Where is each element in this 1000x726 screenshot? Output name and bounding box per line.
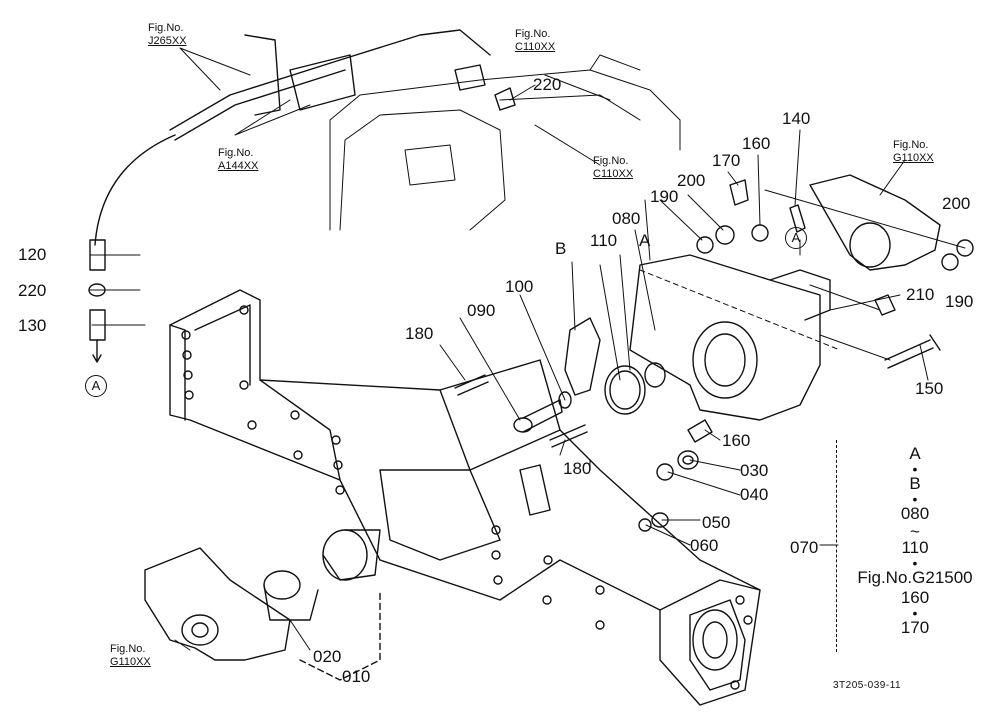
collar-160-lower [687, 419, 713, 443]
kit-item-110: 110 [901, 538, 929, 557]
drawing-code: 3T205-039-11 [833, 680, 902, 691]
washer-190-right [941, 253, 959, 271]
cable-assembly [94, 29, 516, 246]
part-label-020: 020 [313, 647, 342, 666]
stub-axle [322, 529, 381, 581]
part-label-100: 100 [505, 277, 534, 296]
assembly-line [639, 269, 841, 351]
figref-g110xx-right: Fig.No.G110XX [893, 139, 934, 164]
bracket-010 [299, 589, 381, 681]
figref-c110xx-upper: Fig.No.C110XX [515, 28, 556, 53]
part-label-180-lower: 180 [563, 459, 592, 478]
washer-040 [656, 463, 674, 481]
part-label-090: 090 [467, 301, 496, 320]
kit-item-b: B [909, 474, 921, 493]
part-label-150: 150 [915, 379, 944, 398]
part-label-190-left: 190 [650, 187, 679, 206]
part-label-190-right: 190 [945, 292, 974, 311]
o-ring-110 [604, 365, 646, 415]
figref-a144xx: Fig.No.A144XX [218, 147, 259, 172]
front-bracket-right [809, 174, 941, 271]
part-label-030: 030 [740, 461, 769, 480]
bolt-140 [789, 204, 806, 233]
figref-j265xx: Fig.No.J265XX [148, 22, 187, 47]
bevel-gear-b [564, 317, 601, 396]
washer-060 [638, 518, 652, 532]
plug-030 [677, 450, 699, 470]
front-bracket-left [144, 547, 291, 661]
marker-a-right: A [785, 227, 807, 249]
kit-label-070: 070 [790, 538, 819, 557]
flange-holes-left [181, 305, 753, 690]
kit-item-g21500: Fig.No.G21500 [857, 568, 973, 587]
part-label-220-upper: 220 [533, 75, 562, 94]
marker-a-left: A [85, 375, 107, 397]
fitting-170 [729, 179, 749, 206]
part-label-160-lower: 160 [722, 431, 751, 450]
bearing-080 [644, 362, 666, 388]
kit-item-080: 080 [900, 504, 930, 523]
part-label-130: 130 [18, 316, 47, 335]
kit-separator: • [912, 461, 918, 477]
part-label-040: 040 [740, 485, 769, 504]
kit-item-a: A [909, 444, 921, 463]
marker-a-gearcase: A [639, 231, 651, 250]
collar-160-upper [751, 224, 769, 242]
part-label-160-upper: 160 [742, 134, 771, 153]
kit-separator: • [912, 555, 918, 571]
bolt-150 [884, 334, 941, 369]
figref-g110xx-left: Fig.No.G110XX [110, 643, 151, 668]
part-label-210: 210 [906, 285, 935, 304]
kit-contents: A • B • 080 ~ 110 • Fig.No.G21500 160 • … [840, 445, 990, 639]
kit-range-tilde: ~ [910, 522, 920, 541]
part-label-120: 120 [18, 245, 47, 264]
part-label-050: 050 [702, 513, 731, 532]
gear-case [629, 254, 831, 421]
figref-c110xx-lower: Fig.No.C110XX [593, 155, 634, 180]
part-label-010: 010 [342, 667, 371, 686]
part-label-080: 080 [612, 209, 641, 228]
cable-end-130 [89, 309, 106, 363]
part-label-170: 170 [712, 151, 741, 170]
washer-100 [558, 391, 572, 409]
washer-200-left [715, 225, 735, 245]
tractor-frame-outline [329, 54, 681, 231]
kit-separator: • [912, 605, 918, 621]
axle-housing [169, 289, 761, 706]
bolt-090 [513, 399, 563, 433]
cable-end-120 [89, 239, 106, 271]
part-label-220-left: 220 [18, 281, 47, 300]
part-label-110: 110 [590, 231, 618, 250]
washer-190-left [696, 236, 714, 254]
part-label-200-right: 200 [942, 194, 971, 213]
part-label-200-left: 200 [677, 171, 706, 190]
kit-item-160: 160 [900, 588, 930, 607]
kit-bracket [836, 440, 843, 652]
kit-item-170: 170 [900, 618, 930, 637]
stud-180-upper [454, 374, 489, 396]
washer-200-right [956, 239, 974, 257]
marker-b-gear: B [555, 239, 567, 258]
leader-lines [89, 47, 966, 651]
kit-separator: • [912, 491, 918, 507]
part-label-060: 060 [690, 536, 719, 555]
part-label-180-upper: 180 [405, 324, 434, 343]
stud-180-lower [549, 424, 588, 448]
bushing-020 [263, 570, 319, 621]
part-label-140: 140 [782, 109, 811, 128]
